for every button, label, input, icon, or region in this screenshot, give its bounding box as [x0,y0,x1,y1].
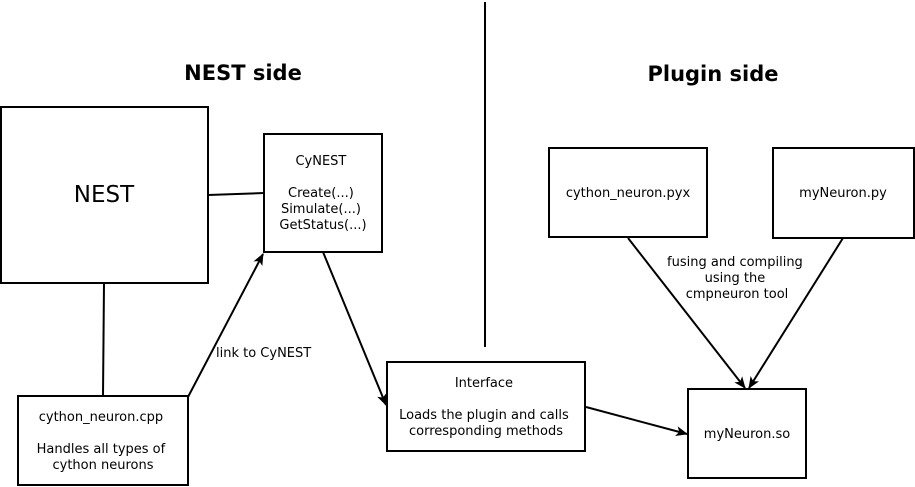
interface-box: Interface Loads the plugin and calls cor… [386,361,586,452]
cython-neuron-pyx-box: cython_neuron.pyx [548,147,708,238]
nest-cynest-connector [207,192,265,196]
interface-to-so-arrow [585,406,688,436]
nest-side-heading: NEST side [184,61,302,85]
nest-box: NEST [0,106,209,284]
nest-box-label: NEST [74,182,135,208]
py-to-so-arrow [748,237,844,389]
so-box-label: myNeuron.so [704,427,790,442]
myneuron-py-box: myNeuron.py [772,147,915,239]
cython-neuron-cpp-box: cython_neuron.cpp Handles all types of c… [17,395,189,486]
link-label: link to CyNEST [216,346,311,361]
pyx-box-label: cython_neuron.pyx [566,186,691,201]
cynest-box-text: CyNEST Create(...) Simulate(...) GetStat… [279,154,366,233]
py-box-label: myNeuron.py [799,186,887,201]
myneuron-so-box: myNeuron.so [687,388,807,479]
nest-cpp-connector [102,282,105,397]
interface-box-text: Interface Loads the plugin and calls cor… [399,376,573,439]
pyx-to-so-arrow [627,237,746,389]
fusing-label: fusing and compiling using the cmpneuron… [667,255,807,302]
cpp-to-cynest-arrow [187,253,264,398]
cpp-box-text: cython_neuron.cpp Handles all types of c… [37,410,170,473]
cynest-to-interface-arrow [322,251,387,406]
cynest-box: CyNEST Create(...) Simulate(...) GetStat… [263,133,383,253]
plugin-side-heading: Plugin side [647,62,778,86]
